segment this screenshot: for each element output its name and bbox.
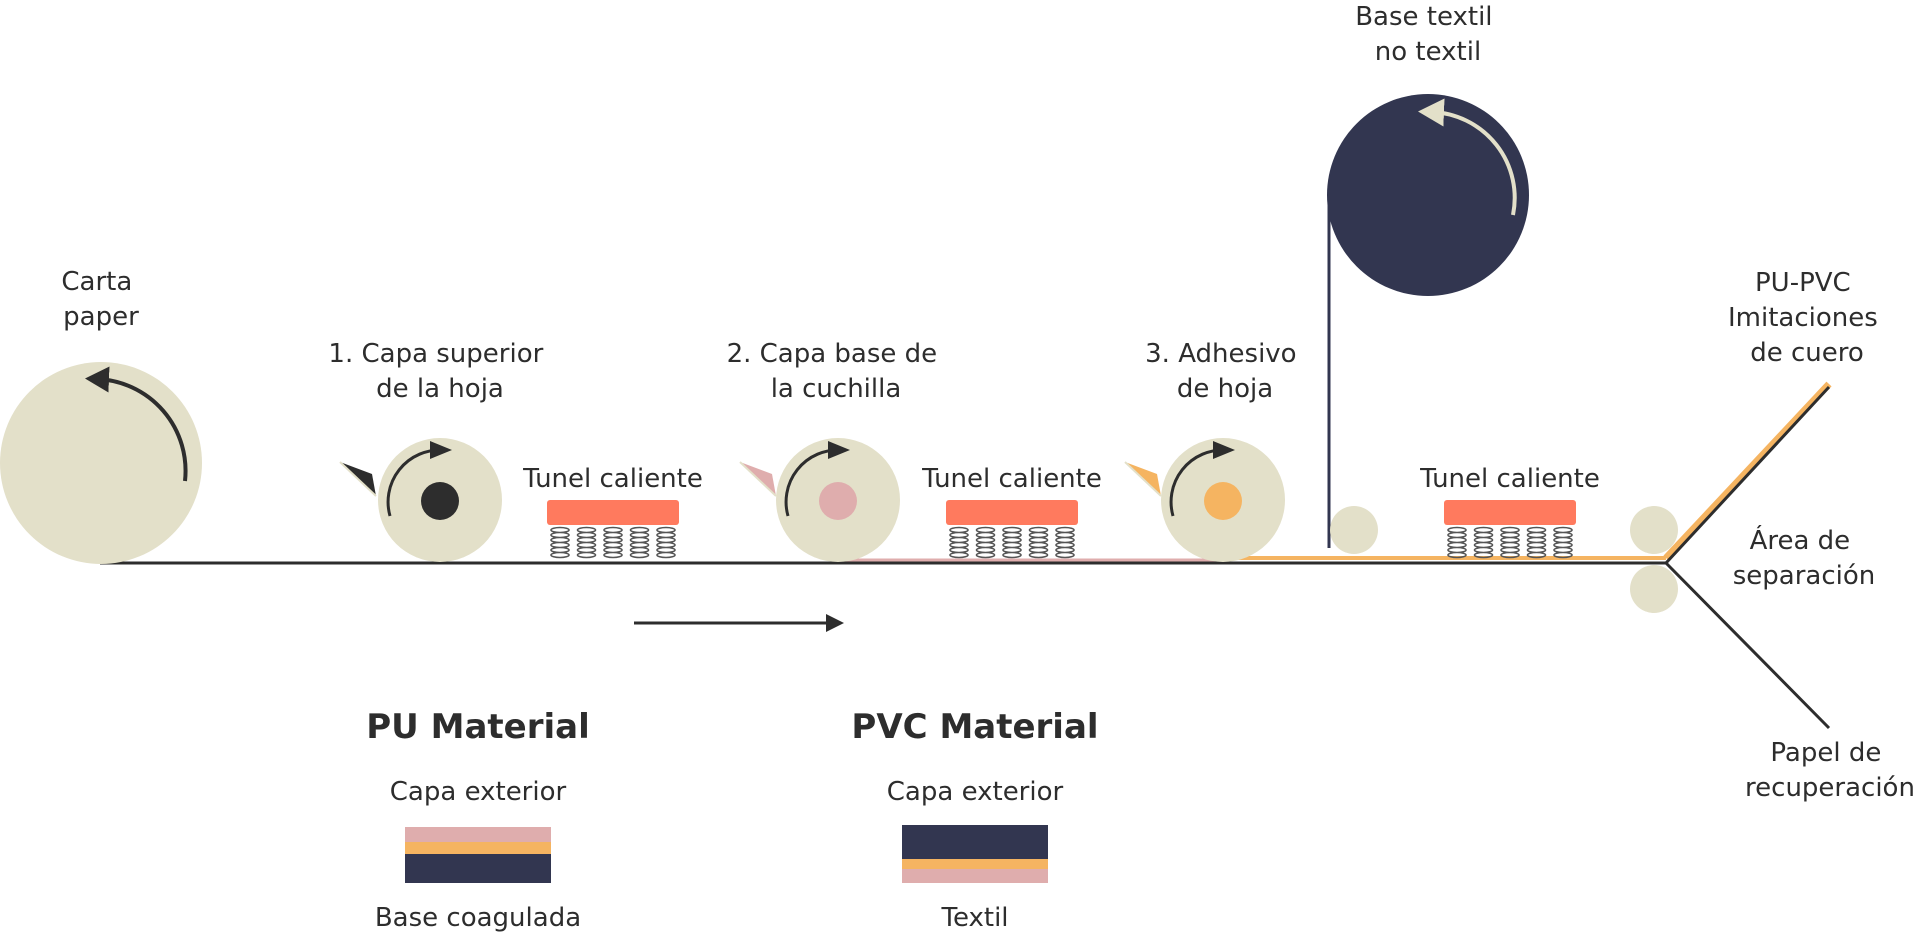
heater-bar [547,500,679,525]
heating-coil [1526,526,1547,559]
heat-tunnel-label: Tunel caliente [921,464,1102,494]
heater-bar [946,500,1078,525]
heating-coil [1055,526,1075,559]
heat-tunnel: Tunel caliente [1419,464,1600,559]
output-label: PU-PVC Imitaciones de cuero [1728,268,1886,368]
pu-top-layer-label: Capa exterior [390,777,567,807]
roller-3-arrowhead-icon [1213,441,1235,459]
heater-bar [1444,500,1576,525]
heating-coil [1473,526,1494,559]
heating-coil [1500,526,1520,559]
recovery-line [1664,561,1831,730]
step-2-label: 2. Capa base de la cuchilla [727,339,946,404]
heat-tunnel-label: Tunel caliente [522,464,703,494]
heat-tunnel: Tunel caliente [921,464,1102,559]
blade-3-edge [1124,461,1162,497]
heating-coil [603,526,623,559]
separation-area-label: Área de separación [1733,524,1876,591]
pu-material-title: PU Material [366,707,589,747]
heating-coil [1028,526,1049,559]
roller-1-arrowhead-icon [430,441,452,459]
recovery-paper-label: Papel de recuperación [1745,738,1915,803]
heat-tunnel: Tunel caliente [522,464,703,559]
pu-layer-bottom [405,854,551,883]
heating-coil [1553,526,1573,559]
heating-coil [550,526,570,559]
paper-roll-rotation-arrow-icon [85,366,188,482]
pu-layer-top [405,827,551,842]
blade-1-edge [339,461,377,497]
pvc-bottom-layer-label: Textil [940,903,1008,933]
pvc-material-title: PVC Material [851,707,1098,747]
roller-3-rotation-arrow-icon [1169,448,1226,517]
heating-coil [975,526,996,559]
roller-1-rotation-arrow-icon [386,444,446,517]
pu-layer-middle [405,842,551,854]
coating-roller-1-core [421,482,459,520]
heating-coil [949,526,969,559]
pu-bottom-layer-label: Base coagulada [375,903,581,933]
separation-roller-top [1630,506,1678,554]
direction-arrow-head-icon [826,614,844,632]
step-3-label: 3. Adhesivo de hoja [1145,339,1305,404]
roller-2-rotation-arrow-icon [784,448,841,517]
separation-roller-bottom [1630,565,1678,613]
laminating-roller [1330,506,1378,554]
output-line-orange [1663,381,1832,561]
pvc-layer-middle [902,859,1048,869]
heat-tunnel-label: Tunel caliente [1419,464,1600,494]
heating-coil [1002,526,1022,559]
textile-base-label: Base textil no textil [1355,2,1501,67]
textile-base-roll [1327,94,1529,296]
roller-2-arrowhead-icon [828,441,850,459]
paper-label: Carta paper [61,267,140,332]
heating-coil [629,526,650,559]
heating-coil [1447,526,1467,559]
heating-coil [576,526,597,559]
pvc-layer-bottom [902,869,1048,883]
pvc-top-layer-label: Capa exterior [887,777,1064,807]
paper-roll [0,362,202,564]
textile-roll-rotation-arrow-icon [1418,98,1517,216]
blade-2-edge [739,461,777,497]
coating-roller-3-core [1204,482,1242,520]
coating-roller-2-core [819,482,857,520]
pvc-layer-top [902,825,1048,859]
step-1-label: 1. Capa superior de la hoja [328,339,551,404]
heating-coil [656,526,676,559]
output-line [1664,385,1831,565]
